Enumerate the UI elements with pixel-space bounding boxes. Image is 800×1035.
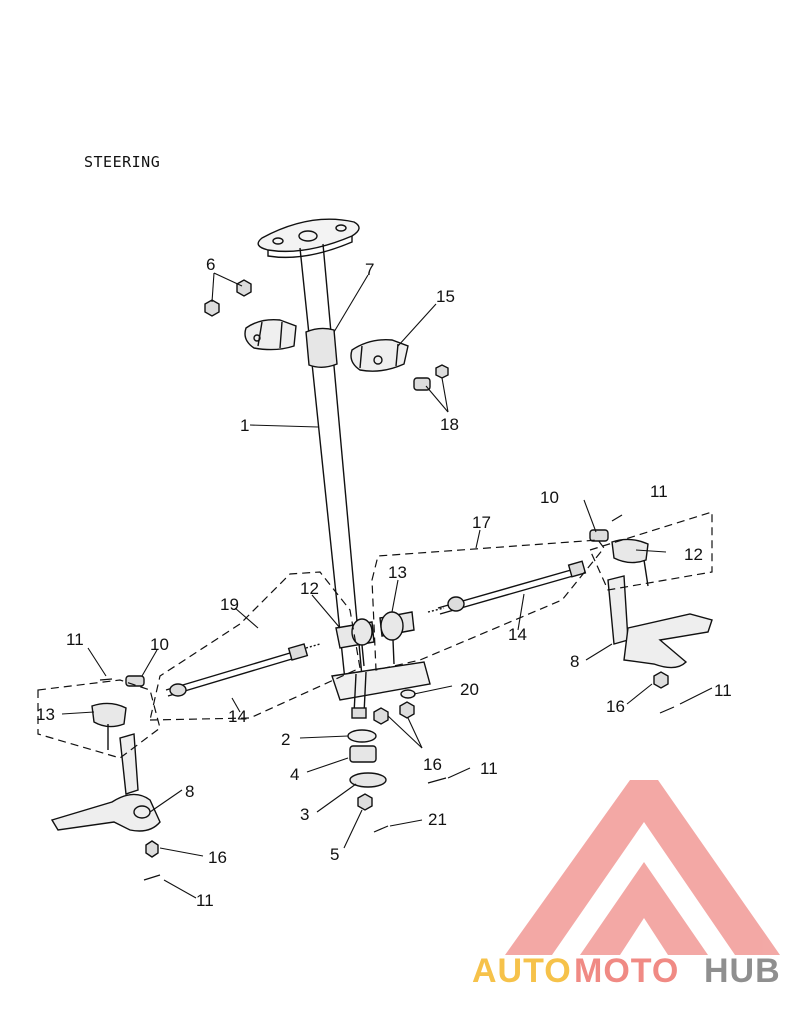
logo-outer-triangle	[505, 780, 780, 955]
callout-13-left: 13	[36, 705, 55, 724]
upper-holder-right	[350, 339, 409, 372]
callout-5: 5	[330, 845, 339, 864]
callout-12-center: 12	[300, 579, 319, 598]
washer-2	[347, 729, 377, 743]
callout-20: 20	[460, 680, 479, 699]
tie-rod-left	[165, 643, 321, 697]
nut-5	[357, 793, 373, 811]
tie-rod-end-13-center	[379, 611, 415, 665]
steering-column	[299, 243, 364, 691]
watermark-logo-mark	[505, 780, 780, 955]
diagram-title: STEERING	[84, 153, 161, 171]
callout-12-right: 12	[684, 545, 703, 564]
nut-18b	[413, 377, 431, 391]
callout-10-left: 10	[150, 635, 169, 654]
watermark-text: AUTO MOTO HUB	[472, 952, 781, 990]
washer-20	[400, 689, 416, 699]
nut-6a	[236, 279, 252, 297]
callout-16-right: 16	[606, 697, 625, 716]
upper-holder-left	[244, 318, 297, 351]
handlebar-clamp-plate	[257, 218, 360, 259]
callout-16-center: 16	[423, 755, 442, 774]
callout-14-right: 14	[508, 625, 527, 644]
logo-inner-triangle	[580, 862, 708, 955]
tie-rod-end-12-center	[335, 618, 375, 667]
callout-13-center: 13	[388, 563, 407, 582]
callout-11-right-bottom: 11	[714, 681, 732, 700]
nut-6b	[204, 299, 220, 317]
callout-19: 19	[220, 595, 239, 614]
callout-14-left: 14	[228, 707, 247, 726]
callout-21: 21	[428, 810, 447, 829]
callout-11-right-top: 11	[650, 482, 668, 501]
knuckle-left	[50, 702, 161, 858]
callout-18: 18	[440, 415, 459, 434]
callout-1: 1	[240, 416, 249, 435]
callout-6: 6	[206, 255, 215, 274]
bushing-4	[349, 745, 377, 763]
nut-16-center-a	[373, 707, 389, 725]
watermark-moto: MOTO	[574, 952, 679, 990]
callout-10-right: 10	[540, 488, 559, 507]
bushing-10-right	[589, 529, 609, 542]
callout-8-left: 8	[185, 782, 194, 801]
callout-16-left: 16	[208, 848, 227, 867]
callout-15: 15	[436, 287, 455, 306]
callout-3: 3	[300, 805, 309, 824]
watermark-hub: HUB	[704, 952, 781, 990]
callout-2: 2	[281, 730, 290, 749]
callout-4: 4	[290, 765, 299, 784]
callout-11-center: 11	[480, 759, 498, 778]
nut-18a	[435, 364, 449, 379]
watermark-auto: AUTO	[472, 952, 572, 990]
callout-11-left: 11	[66, 630, 84, 649]
callout-8-right: 8	[570, 652, 579, 671]
callout-11-bottom-left: 11	[196, 891, 214, 910]
callout-7: 7	[365, 260, 374, 279]
knuckle-right	[607, 538, 713, 689]
washer-3	[349, 772, 387, 788]
pitman-arm-bracket	[331, 661, 431, 719]
nut-16-center-b	[399, 701, 415, 719]
callout-17: 17	[472, 513, 491, 532]
tie-rod-right	[427, 560, 587, 615]
